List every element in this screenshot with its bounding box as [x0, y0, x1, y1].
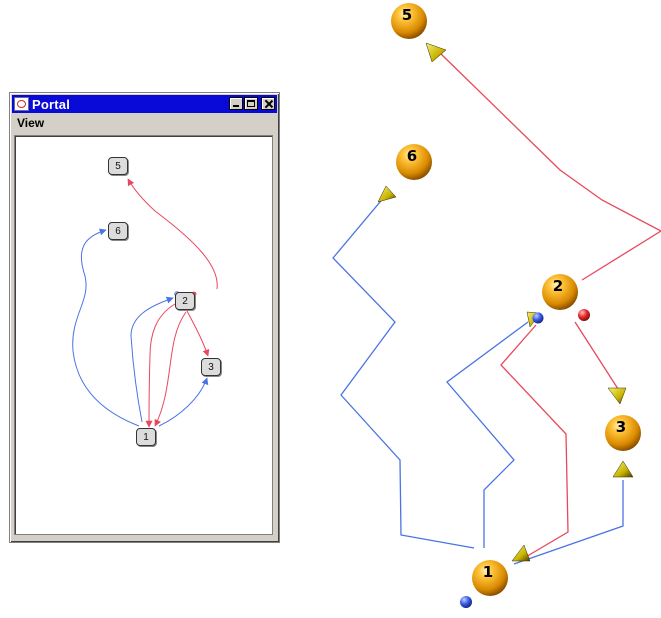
edge-2-to-3	[186, 310, 210, 357]
sphere-label-6: 6	[406, 147, 418, 165]
cone-to-5	[425, 42, 447, 63]
sphere-label-3: 3	[615, 418, 627, 436]
sphere-label-5: 5	[401, 6, 413, 24]
sphere-label-2: 2	[552, 277, 564, 295]
sphere-5	[391, 3, 427, 39]
blue-port-sphere-1	[460, 596, 472, 608]
scene-3d[interactable]: 5 6 2 3 1	[290, 0, 661, 613]
maximize-icon[interactable]	[244, 97, 258, 110]
window-title: Portal	[32, 96, 71, 112]
portal-window: Portal View	[9, 92, 280, 543]
cone-to-1	[511, 544, 531, 562]
graph-node-1[interactable]: 1	[136, 428, 156, 446]
edge-1-to-6	[72, 228, 140, 427]
red-port-sphere-2	[578, 309, 590, 321]
menu-view[interactable]: View	[17, 116, 45, 130]
sphere-6	[396, 144, 432, 180]
close-icon[interactable]	[261, 97, 275, 110]
edge3d-2-to-1	[500, 324, 569, 559]
sphere-2	[542, 274, 578, 310]
app-icon	[14, 97, 29, 111]
edge-2-to-1	[145, 303, 176, 428]
edge-1-to-3	[158, 377, 209, 427]
edge3d-2-to-3	[574, 321, 621, 393]
cone-to-6	[377, 185, 397, 203]
edge3d-1-to-6	[332, 195, 475, 549]
menu-bar: View	[12, 114, 277, 132]
cone-to-3-from-2	[607, 387, 627, 405]
edge3d-1-to-2	[446, 321, 529, 548]
graph-edges	[72, 178, 218, 434]
scene-edges	[332, 3, 661, 608]
graph-canvas[interactable]: 5 6 2 3 1	[14, 135, 273, 535]
cone-to-3-from-1	[612, 460, 634, 478]
blue-port-sphere-2	[532, 312, 544, 324]
graph-node-3[interactable]: 3	[201, 358, 221, 376]
sphere-3	[605, 415, 641, 451]
graph-node-6[interactable]: 6	[108, 222, 128, 240]
minimize-icon[interactable]	[229, 97, 243, 110]
sphere-label-1: 1	[482, 563, 494, 581]
edge-1-to-2	[130, 296, 174, 423]
window-controls	[229, 97, 275, 110]
sphere-1	[472, 560, 508, 596]
graph-node-2[interactable]: 2	[175, 292, 195, 310]
edge-2-to-5	[127, 178, 218, 290]
graph-node-5[interactable]: 5	[108, 157, 128, 175]
title-bar[interactable]: Portal	[12, 95, 277, 113]
edge3d-1-to-3	[513, 480, 624, 565]
edge3d-2-to-5	[439, 52, 661, 281]
edge-2-to-1-c	[154, 311, 187, 427]
